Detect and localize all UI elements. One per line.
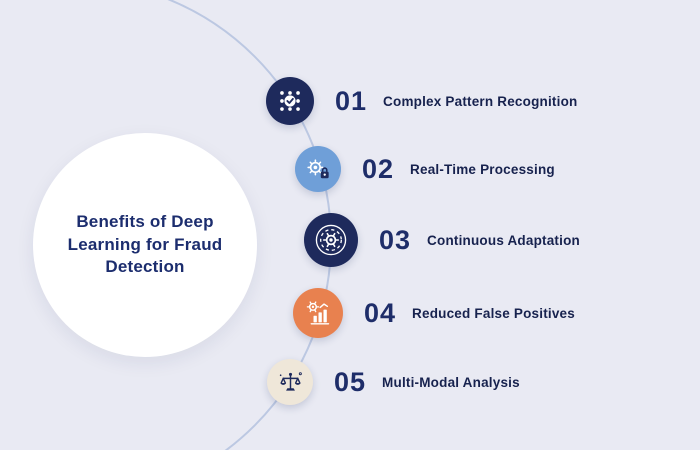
adaptive-gear-cycle-icon (304, 213, 358, 267)
step-number: 03 (379, 224, 412, 255)
step-number: 05 (334, 366, 367, 397)
benefit-row-2: 02 Real-Time Processing (295, 146, 555, 192)
benefit-label: Multi-Modal Analysis (382, 374, 520, 390)
benefit-label: Reduced False Positives (412, 305, 575, 321)
chart-gear-icon (293, 288, 343, 338)
benefit-label: Continuous Adaptation (427, 232, 580, 248)
benefit-label: Real-Time Processing (410, 161, 555, 177)
balance-scales-icon (267, 359, 313, 405)
step-number: 04 (364, 297, 397, 328)
page-title: Benefits of Deep Learning for Fraud Dete… (67, 211, 223, 277)
realtime-gear-lock-icon (295, 146, 341, 192)
pattern-recognition-icon (266, 77, 314, 125)
benefit-row-3: 03 Continuous Adaptation (304, 213, 580, 267)
step-number: 02 (362, 153, 395, 184)
benefit-row-5: 05 Multi-Modal Analysis (267, 359, 520, 405)
benefit-label: Complex Pattern Recognition (383, 93, 578, 109)
step-number: 01 (335, 85, 368, 116)
benefit-row-1: 01 Complex Pattern Recognition (266, 77, 577, 125)
title-circle: Benefits of Deep Learning for Fraud Dete… (33, 133, 257, 357)
benefit-row-4: 04 Reduced False Positives (293, 288, 575, 338)
